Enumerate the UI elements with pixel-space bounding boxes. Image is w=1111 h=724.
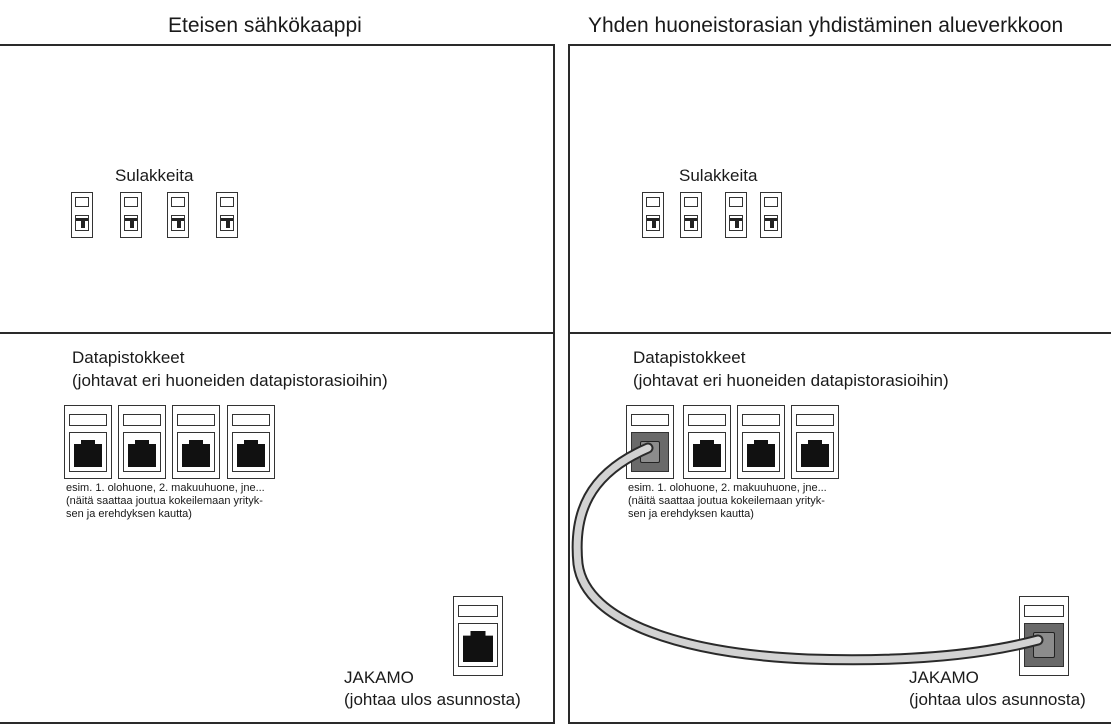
electrical-cabinet-right: Sulakkeita Datapistokkeet (johtavat eri … bbox=[568, 44, 1111, 724]
data-sockets-sublabel: (johtavat eri huoneiden datapistorasioih… bbox=[72, 371, 388, 390]
jakamo-label: JAKAMO bbox=[344, 668, 414, 687]
fuse-2 bbox=[680, 192, 702, 238]
data-jack-2 bbox=[683, 405, 731, 479]
data-jack-1 bbox=[64, 405, 112, 479]
electrical-cabinet-left: Sulakkeita Datapistokkeet (johtavat eri … bbox=[0, 44, 555, 724]
data-jack-3 bbox=[737, 405, 785, 479]
data-jack-2 bbox=[118, 405, 166, 479]
jack-note: esim. 1. olohuone, 2. makuuhuone, jne...… bbox=[66, 482, 265, 520]
data-jack-3 bbox=[172, 405, 220, 479]
cabinet-divider bbox=[570, 332, 1111, 334]
fuse-3 bbox=[725, 192, 747, 238]
data-sockets-sublabel: (johtavat eri huoneiden datapistorasioih… bbox=[633, 371, 949, 390]
data-jack-4 bbox=[227, 405, 275, 479]
jakamo-label: JAKAMO bbox=[909, 668, 979, 687]
fuse-1 bbox=[642, 192, 664, 238]
fuse-4 bbox=[760, 192, 782, 238]
fuse-1 bbox=[71, 192, 93, 238]
fuse-2 bbox=[120, 192, 142, 238]
jakamo-jack-connected bbox=[1019, 596, 1069, 676]
cabinet-divider bbox=[0, 332, 553, 334]
fuses-label: Sulakkeita bbox=[115, 166, 194, 185]
fuse-3 bbox=[167, 192, 189, 238]
jakamo-jack bbox=[453, 596, 503, 676]
data-jack-4 bbox=[791, 405, 839, 479]
jakamo-sublabel: (johtaa ulos asunnosta) bbox=[909, 690, 1086, 709]
data-sockets-label: Datapistokkeet bbox=[72, 348, 185, 367]
fuse-4 bbox=[216, 192, 238, 238]
title-right: Yhden huoneistorasian yhdistäminen aluev… bbox=[588, 14, 1064, 37]
fuses-label: Sulakkeita bbox=[679, 166, 758, 185]
title-left: Eteisen sähkökaappi bbox=[168, 14, 362, 37]
jakamo-sublabel: (johtaa ulos asunnosta) bbox=[344, 690, 521, 709]
data-jack-1-connected bbox=[626, 405, 674, 479]
jack-note: esim. 1. olohuone, 2. makuuhuone, jne...… bbox=[628, 482, 827, 520]
data-sockets-label: Datapistokkeet bbox=[633, 348, 746, 367]
